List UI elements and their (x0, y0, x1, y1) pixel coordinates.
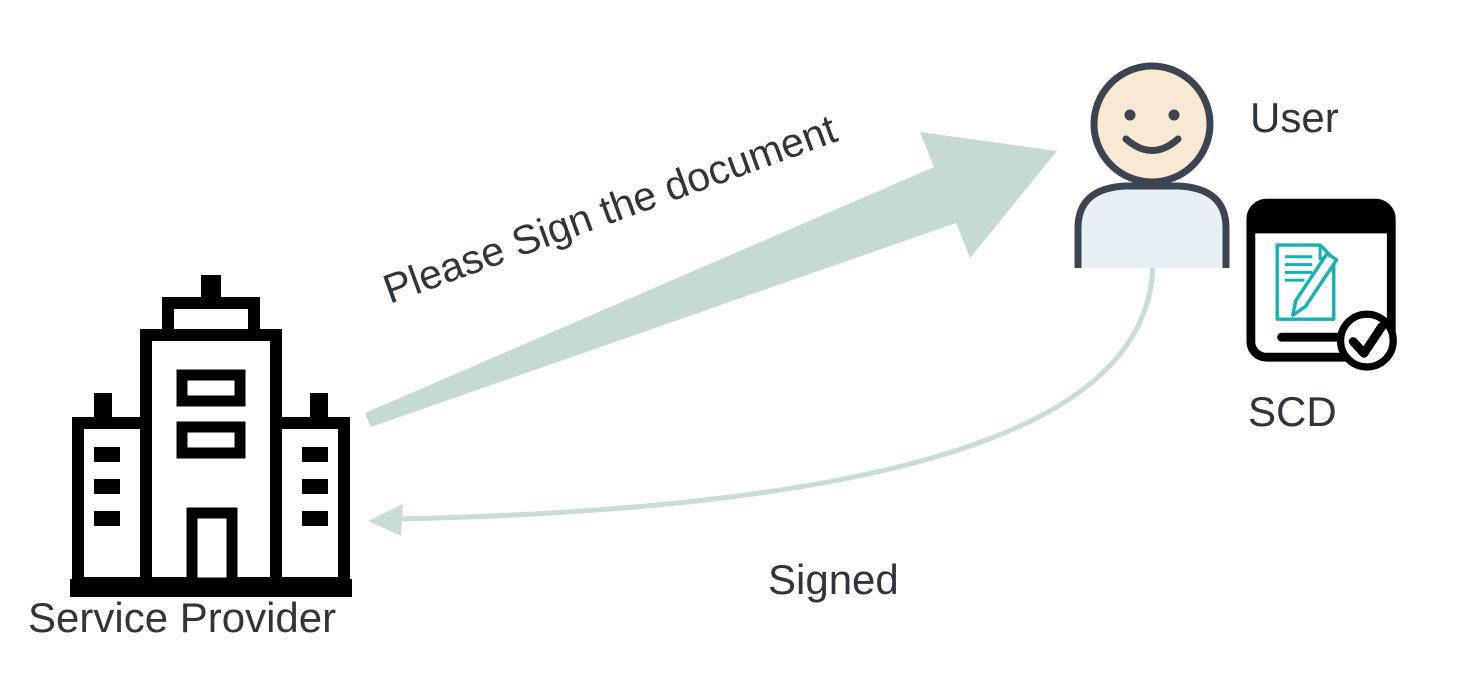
node-service-provider (70, 275, 352, 597)
user-label: User (1250, 94, 1339, 141)
node-user (1068, 60, 1236, 268)
request-arrow (365, 132, 1057, 427)
check-badge-icon (1336, 310, 1397, 371)
person-icon (1068, 60, 1236, 268)
scd-label: SCD (1248, 388, 1337, 435)
signed-arrowhead (368, 504, 403, 536)
node-scd (1246, 198, 1402, 374)
signing-device-icon (1246, 198, 1402, 374)
service-provider-label: Service Provider (28, 594, 337, 641)
signed-arrow-curve (399, 265, 1156, 522)
building-icon (70, 275, 352, 597)
signed-edge-label: Signed (768, 556, 899, 603)
